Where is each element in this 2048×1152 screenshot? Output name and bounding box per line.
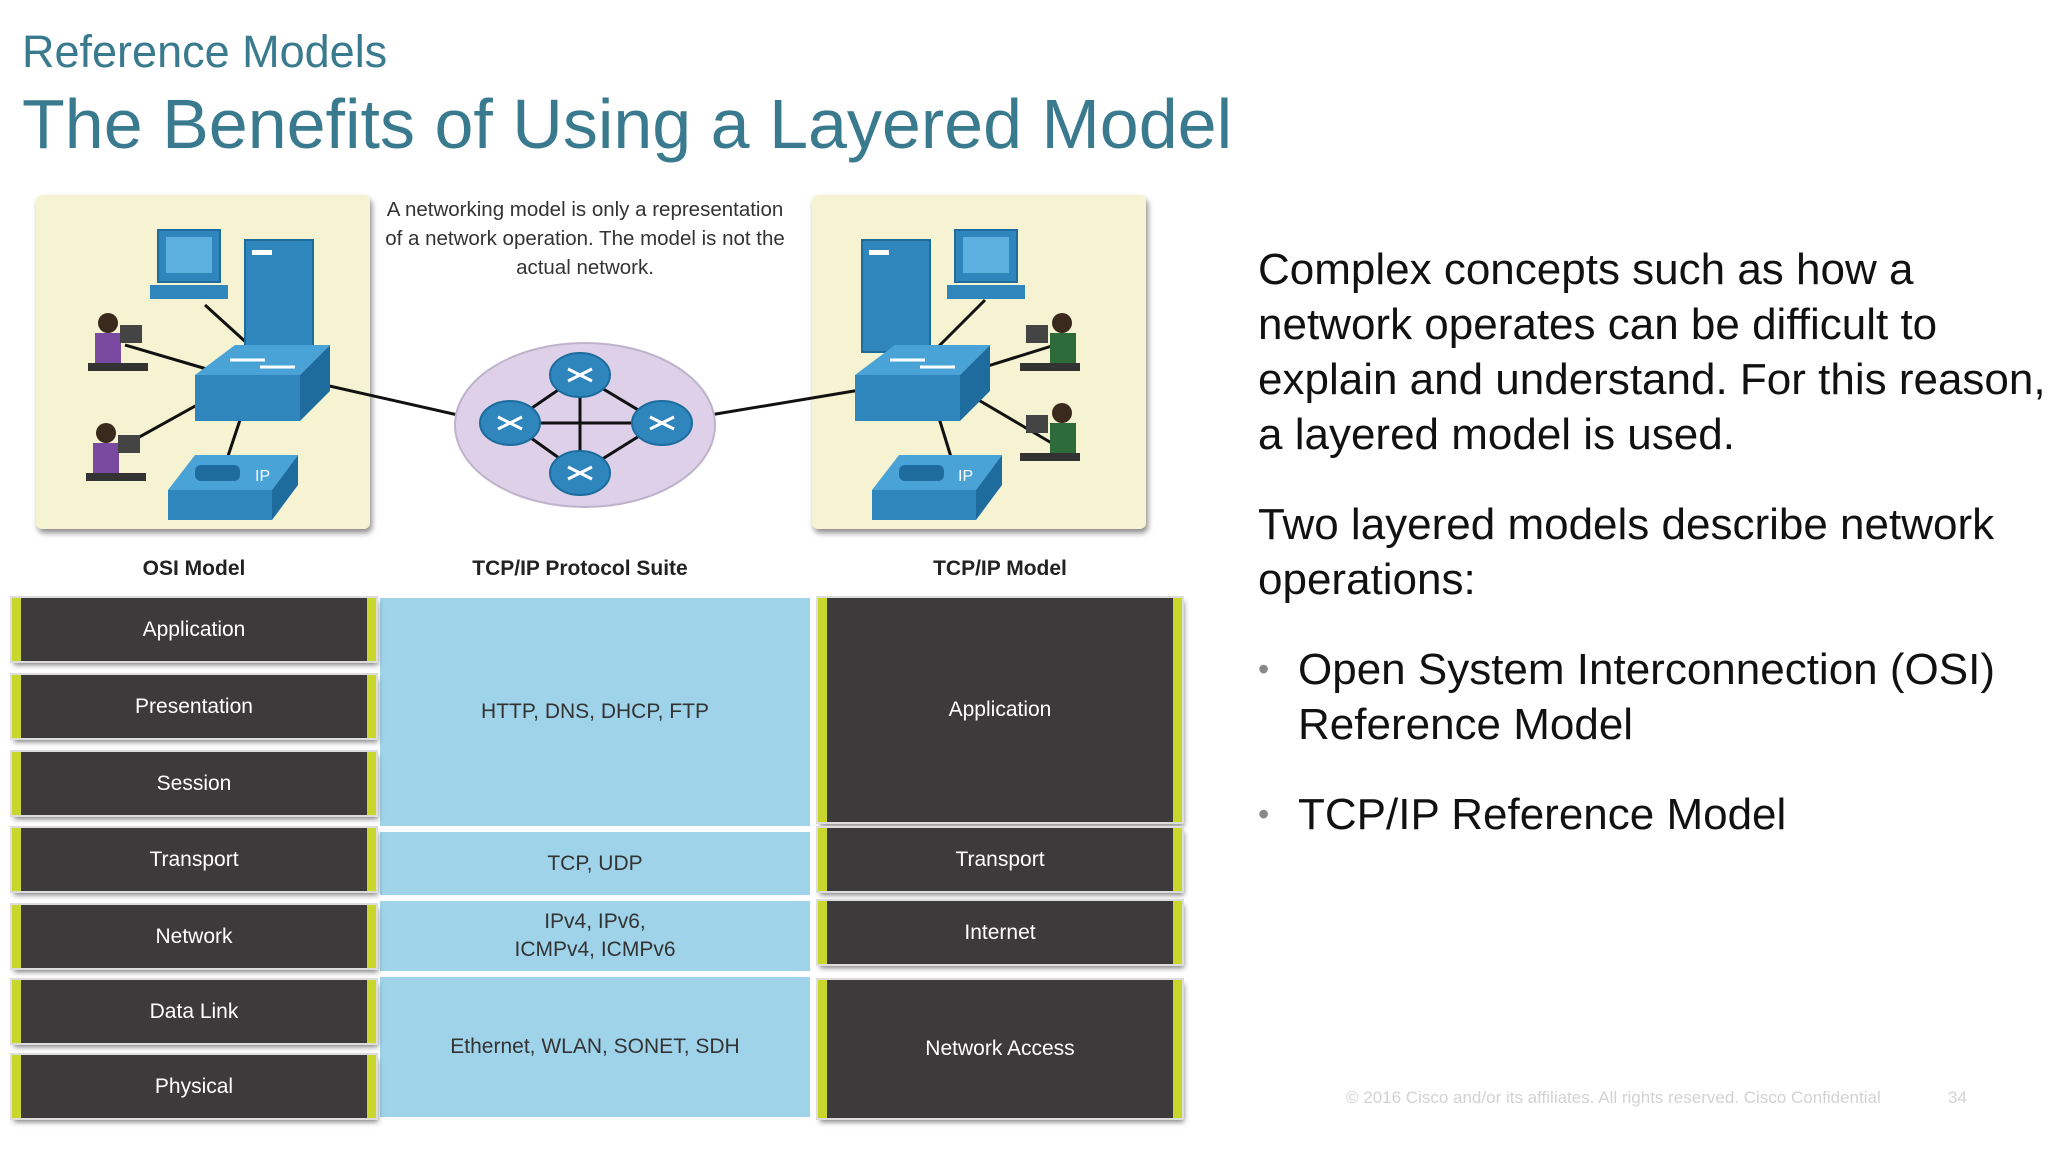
osi-layer-label: Network xyxy=(155,924,233,948)
network-illustration: IP xyxy=(86,229,1080,520)
tcpip-model-heading: TCP/IP Model xyxy=(933,557,1067,580)
protocol-suite-heading: TCP/IP Protocol Suite xyxy=(472,557,688,580)
tcpip-side-devices: IP xyxy=(855,229,1080,520)
tcpip-layer-label: Network Access xyxy=(925,1037,1075,1060)
phone-ip-label: IP xyxy=(255,468,270,485)
osi-side-devices: IP xyxy=(86,229,330,520)
ip-phone-icon: IP xyxy=(168,455,298,520)
tcpip-layer-internet: Internet xyxy=(818,901,1182,964)
router-cloud xyxy=(454,342,716,508)
osi-layer-label: Physical xyxy=(154,1074,234,1098)
osi-layer: Session xyxy=(12,752,376,815)
server-icon xyxy=(861,239,931,353)
phone-ip-label: IP xyxy=(958,468,973,485)
user-workstation-icon xyxy=(86,423,146,481)
protocols-internet-line2: ICMPv4, ICMPv6 xyxy=(514,938,676,961)
user-workstation-icon xyxy=(1020,313,1080,371)
tcpip-layer-transport: Transport xyxy=(818,828,1182,891)
page-number: 34 xyxy=(1948,1088,1967,1107)
bullet-item: • Open System Interconnection (OSI) Refe… xyxy=(1258,642,2048,752)
protocols-internet: IPv4, IPv6, ICMPv4, ICMPv6 xyxy=(380,901,810,971)
osi-layer: Physical xyxy=(12,1055,376,1118)
protocols-application: HTTP, DNS, DHCP, FTP xyxy=(380,598,810,826)
bullet-text: Open System Interconnection (OSI) Refere… xyxy=(1298,645,1995,749)
osi-layer: Data Link xyxy=(12,980,376,1043)
footer-copyright: © 2016 Cisco and/or its affiliates. All … xyxy=(1346,1088,1881,1107)
tcpip-layer-network-access: Network Access xyxy=(818,980,1182,1118)
bullet-dot-icon: • xyxy=(1258,651,1270,687)
osi-layer-label: Application xyxy=(142,617,246,641)
intro-paragraph: Complex concepts such as how a network o… xyxy=(1258,245,2046,459)
ip-phone-icon: IP xyxy=(872,455,1002,520)
bullet-text: TCP/IP Reference Model xyxy=(1298,790,1787,839)
diagram-caption: A networking model is only a representat… xyxy=(385,198,785,279)
desktop-computer-icon xyxy=(947,229,1025,299)
protocols-network-access: Ethernet, WLAN, SONET, SDH xyxy=(380,977,810,1117)
osi-layer-label: Presentation xyxy=(135,694,253,718)
osi-layer: Network xyxy=(12,905,376,968)
desktop-computer-icon xyxy=(150,229,228,299)
osi-layer-label: Transport xyxy=(149,847,239,871)
bullet-dot-icon: • xyxy=(1258,796,1270,832)
osi-layer: Transport xyxy=(12,828,376,891)
user-workstation-icon xyxy=(1020,403,1080,461)
bullet-item: • TCP/IP Reference Model xyxy=(1258,787,2048,842)
osi-layer: Application xyxy=(12,598,376,661)
user-workstation-icon xyxy=(88,313,148,371)
protocols-internet-line1: IPv4, IPv6, xyxy=(544,910,646,933)
osi-layer: Presentation xyxy=(12,675,376,738)
switch-icon xyxy=(195,345,330,421)
models-paragraph: Two layered models describe network oper… xyxy=(1258,500,1995,604)
slide-body: Complex concepts such as how a network o… xyxy=(1258,242,2048,877)
osi-model-heading: OSI Model xyxy=(142,557,246,580)
osi-layer-label: Data Link xyxy=(149,999,239,1023)
server-icon xyxy=(244,239,314,353)
protocols-application-label: HTTP, DNS, DHCP, FTP xyxy=(481,700,709,723)
osi-layer-label: Session xyxy=(156,771,232,795)
tcpip-layer-label: Application xyxy=(948,698,1052,721)
protocols-transport: TCP, UDP xyxy=(380,832,810,895)
tcpip-layer-application: Application xyxy=(818,598,1182,822)
protocols-access-label: Ethernet, WLAN, SONET, SDH xyxy=(450,1035,740,1058)
layered-model-diagram: A networking model is only a representat… xyxy=(0,185,1200,1145)
switch-icon xyxy=(855,345,990,421)
slide-subtitle: Reference Models xyxy=(22,26,388,77)
tcpip-layer-label: Transport xyxy=(955,847,1045,871)
slide-title: The Benefits of Using a Layered Model xyxy=(22,85,1233,163)
protocols-transport-label: TCP, UDP xyxy=(547,851,643,875)
tcpip-layer-label: Internet xyxy=(964,920,1036,944)
